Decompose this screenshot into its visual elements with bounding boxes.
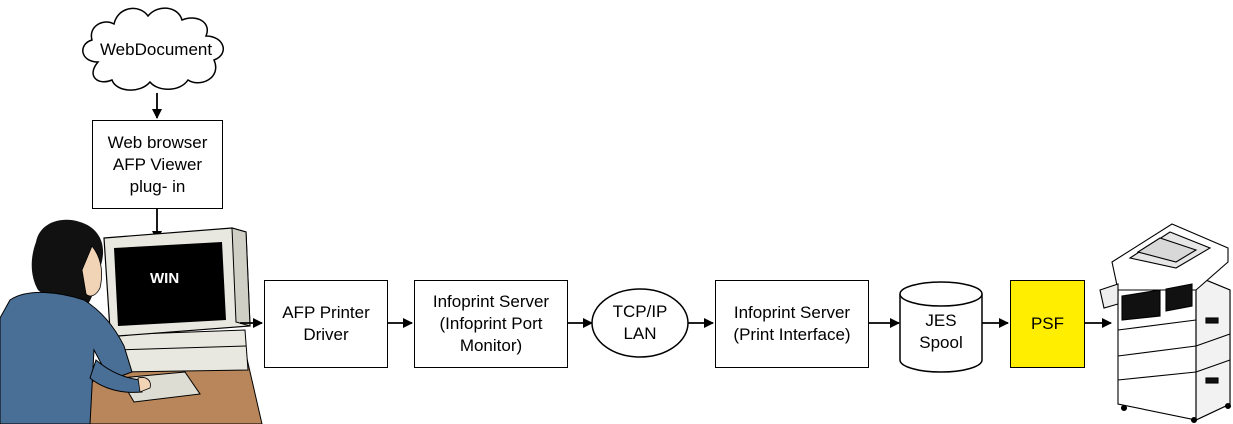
print-interface-line-2: (Print Interface)	[733, 325, 851, 344]
print-interface-line-1: Infoprint Server	[733, 303, 851, 322]
afp-driver-line-1: AFP Printer	[282, 303, 370, 322]
web-browser-line-2: AFP Viewer	[112, 154, 203, 174]
web-browser-line-3: plug- in	[129, 176, 186, 196]
person-at-computer-illustration	[0, 219, 263, 424]
jes-spool-cylinder	[899, 281, 983, 373]
infoprint-print-interface-box: Infoprint Server (Print Interface)	[715, 280, 869, 368]
infoprint-port-monitor-box: Infoprint Server (Infoprint Port Monitor…	[414, 280, 568, 368]
afp-printer-driver-box: AFP Printer Driver	[264, 280, 388, 368]
port-monitor-line-3: Monitor)	[459, 336, 523, 355]
web-browser-box: Web browser AFP Viewer plug- in	[92, 120, 223, 209]
web-browser-line-1: Web browser	[107, 132, 208, 152]
monitor-win-label: WIN	[150, 270, 180, 287]
cloud-shape	[82, 7, 224, 91]
afp-driver-line-2: Driver	[303, 325, 349, 344]
port-monitor-line-1: Infoprint Server	[432, 292, 550, 311]
port-monitor-line-2: (Infoprint Port	[439, 314, 543, 333]
printer-illustration	[1099, 223, 1232, 424]
psf-box: PSF	[1010, 280, 1085, 368]
psf-label: PSF	[1030, 314, 1065, 333]
lan-ellipse	[591, 288, 689, 358]
